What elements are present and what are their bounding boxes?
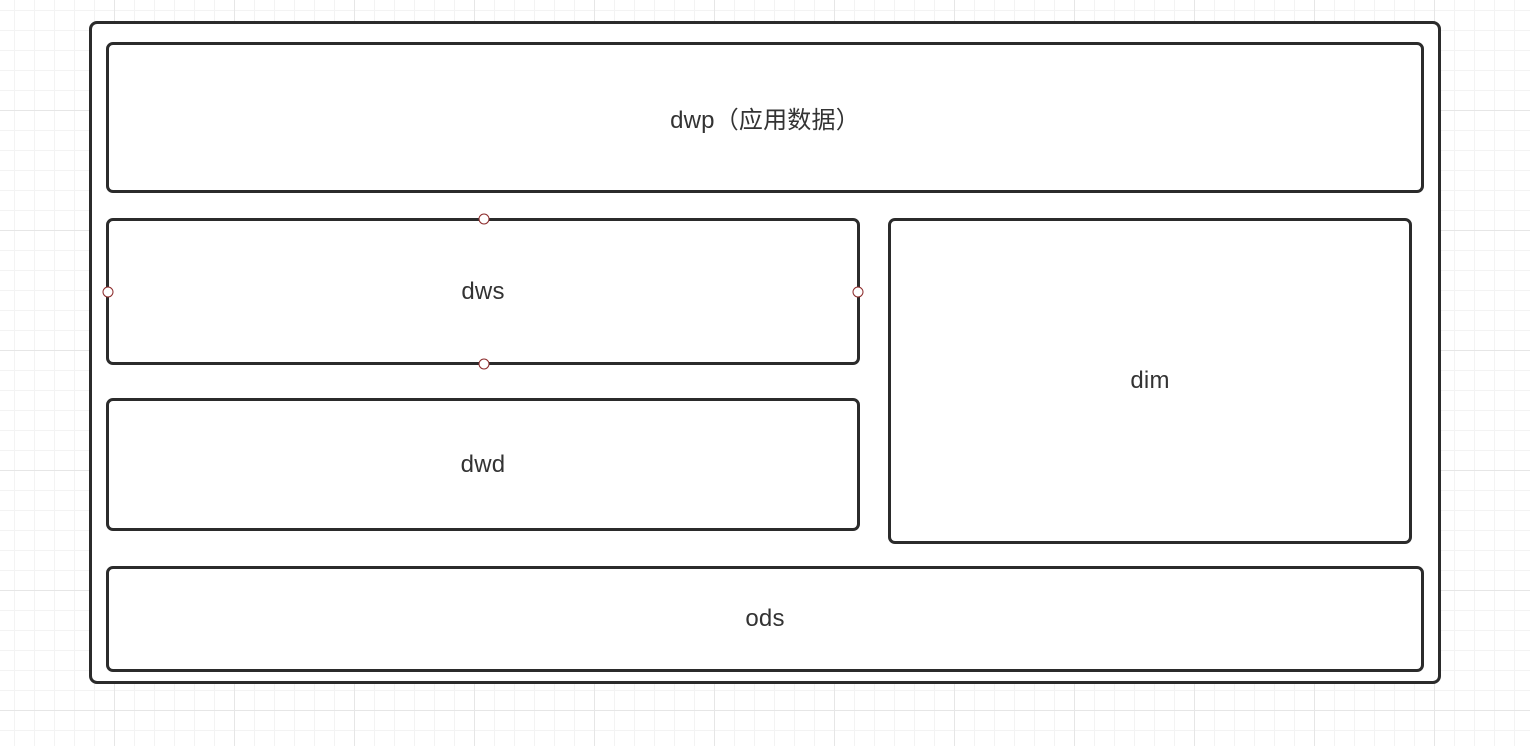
- layer-dim-box[interactable]: dim: [888, 218, 1412, 544]
- layer-dim-label: dim: [1130, 367, 1170, 394]
- layer-dws-label: dws: [461, 277, 505, 305]
- connection-point-left-handle[interactable]: [102, 286, 114, 298]
- connection-point-right-handle[interactable]: [852, 286, 864, 298]
- layer-dws-box[interactable]: dws: [106, 218, 860, 365]
- connection-point-top-handle[interactable]: [478, 213, 490, 225]
- layer-ods-label: ods: [745, 605, 785, 632]
- layer-dwp-box[interactable]: dwp（应用数据）: [106, 42, 1424, 193]
- connection-point-bottom-handle[interactable]: [478, 358, 490, 370]
- layer-ods-box[interactable]: ods: [106, 566, 1424, 672]
- layer-dwd-box[interactable]: dwd: [106, 398, 860, 531]
- layer-dwd-label: dwd: [460, 450, 506, 478]
- layer-dwp-label: dwp（应用数据）: [670, 107, 860, 134]
